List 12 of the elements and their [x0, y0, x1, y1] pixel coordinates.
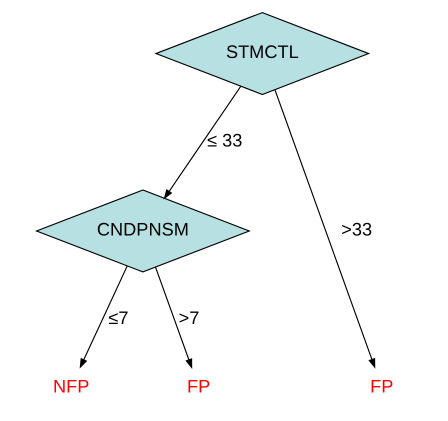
node-diamond: STMCTL	[154, 12, 370, 96]
node-text: NFP	[52, 376, 89, 396]
arrow	[154, 267, 192, 369]
edge-label: ≤ 33	[206, 130, 242, 151]
edge-label: >33	[340, 219, 372, 240]
arrow	[274, 90, 375, 369]
arrow	[163, 86, 241, 200]
arrow	[79, 266, 128, 369]
node-text: FP	[370, 376, 393, 396]
edge-label: ≤7	[108, 308, 128, 328]
node-text: FP	[186, 376, 210, 396]
edge-label: >7	[178, 308, 199, 328]
